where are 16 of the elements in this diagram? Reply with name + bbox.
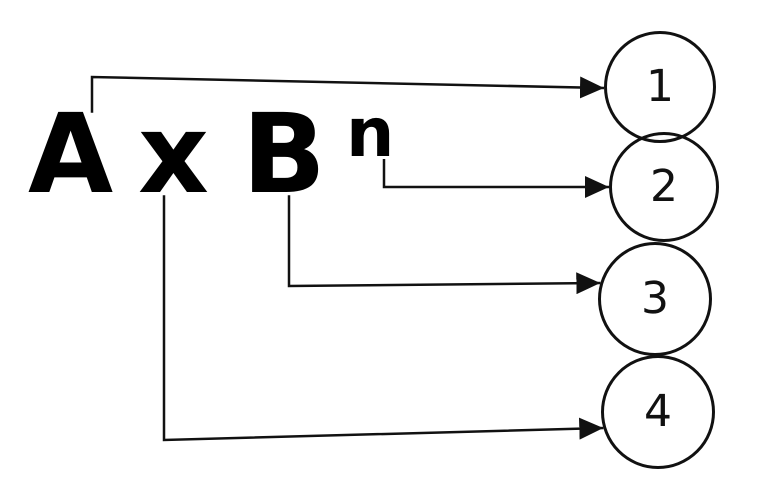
arrow (288, 195, 600, 294)
formula-letter: n (346, 108, 394, 159)
formula-letter: x (138, 112, 209, 196)
formula-letter: A (28, 112, 114, 196)
numbered-circle (601, 355, 715, 469)
circle-number: 3 (641, 277, 669, 321)
formula-letter: B (242, 112, 326, 196)
arrow (382, 158, 609, 198)
circle-number: 1 (646, 65, 674, 109)
numbered-circle (609, 132, 719, 242)
numbered-circle (598, 242, 712, 356)
arrow (162, 195, 604, 442)
circle-number: 4 (644, 390, 672, 434)
numbered-circle (604, 31, 716, 143)
arrow (90, 76, 604, 113)
circle-number: 2 (650, 165, 678, 209)
